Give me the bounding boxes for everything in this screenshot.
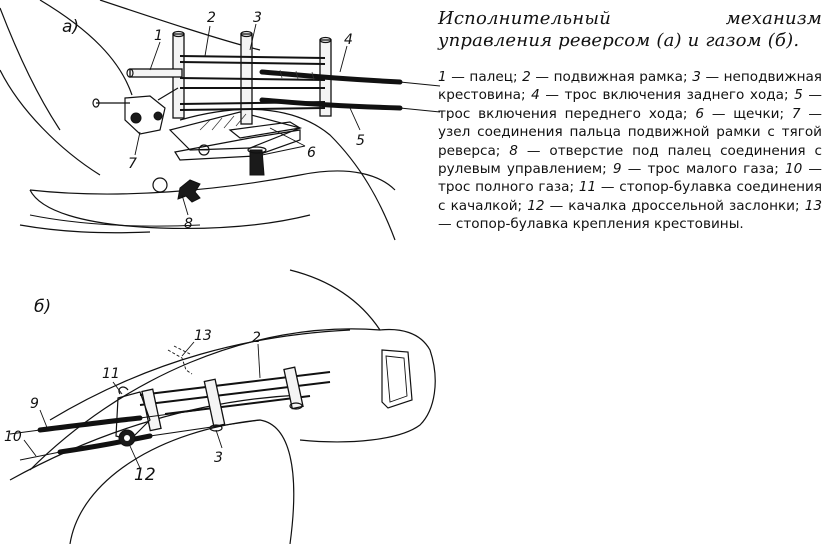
legend-num: 12 — [527, 197, 545, 214]
label-a-8: 8 — [184, 216, 193, 232]
legend-text: — подвижная рамка; — [530, 69, 693, 85]
caption-legend: 1 — палец; 2 — подвижная рамка; 3 — непо… — [438, 68, 822, 234]
legend-text: — стопор-булавка крепления крестовины. — [438, 216, 744, 233]
legend-num: 4 — [531, 87, 540, 104]
legend-num: 3 — [692, 69, 701, 85]
legend-text: — трос включения заднего хода; — [539, 87, 795, 104]
label-a-4: 4 — [344, 32, 353, 48]
legend-num: 2 — [522, 69, 531, 85]
label-b-13: 13 — [194, 328, 212, 344]
legend-text: — трос малого газа; — [621, 161, 785, 178]
label-b-3: 3 — [214, 450, 223, 466]
label-a-6: 6 — [307, 145, 316, 161]
label-a-2: 2 — [207, 10, 216, 26]
figure-a: а) — [0, 0, 441, 241]
label-b-9: 9 — [30, 396, 39, 412]
label-b-2: 2 — [252, 330, 261, 346]
legend-text: — трос полного газа; — [438, 161, 822, 196]
panel-label-b: б) — [34, 297, 51, 317]
legend-text: — щечки; — [704, 105, 792, 122]
label-b-12: 12 — [134, 465, 156, 485]
legend-num: 9 — [612, 161, 622, 178]
legend-text: — качалка дроссельной заслонки; — [544, 197, 805, 214]
legend-num: 13 — [804, 197, 822, 214]
legend-num: 5 — [794, 87, 803, 104]
legend-text: — стопор-булавка соединения с качалкой; — [438, 179, 823, 214]
legend-num: 8 — [509, 142, 518, 159]
legend-text: — палец; — [446, 69, 523, 85]
label-a-5: 5 — [356, 133, 365, 149]
legend-num: 11 — [578, 179, 597, 196]
label-b-10: 10 — [4, 429, 22, 445]
label-a-1: 1 — [154, 28, 163, 44]
legend-text: — отверстие под палец соединения с рулев… — [438, 142, 822, 178]
caption-title: Исполнительный механизм управления ревер… — [438, 8, 822, 51]
figure-b: б) — [4, 269, 436, 544]
legend-num: 7 — [791, 105, 801, 122]
legend-num: 6 — [695, 105, 704, 122]
legend-text: — трос включения переднего хода; — [438, 87, 822, 122]
panel-label-a: а) — [62, 17, 79, 37]
legend-num: 10 — [784, 161, 803, 178]
legend-text: — неподвижная крестовина; — [438, 69, 822, 104]
label-b-11: 11 — [102, 366, 120, 382]
figure-caption: Исполнительный механизм управления ревер… — [438, 8, 822, 234]
legend-num: 1 — [438, 69, 447, 85]
label-a-3: 3 — [253, 10, 262, 26]
legend-text: — узел соединения пальца подвижной рамки… — [438, 105, 823, 159]
label-a-7: 7 — [128, 156, 137, 172]
